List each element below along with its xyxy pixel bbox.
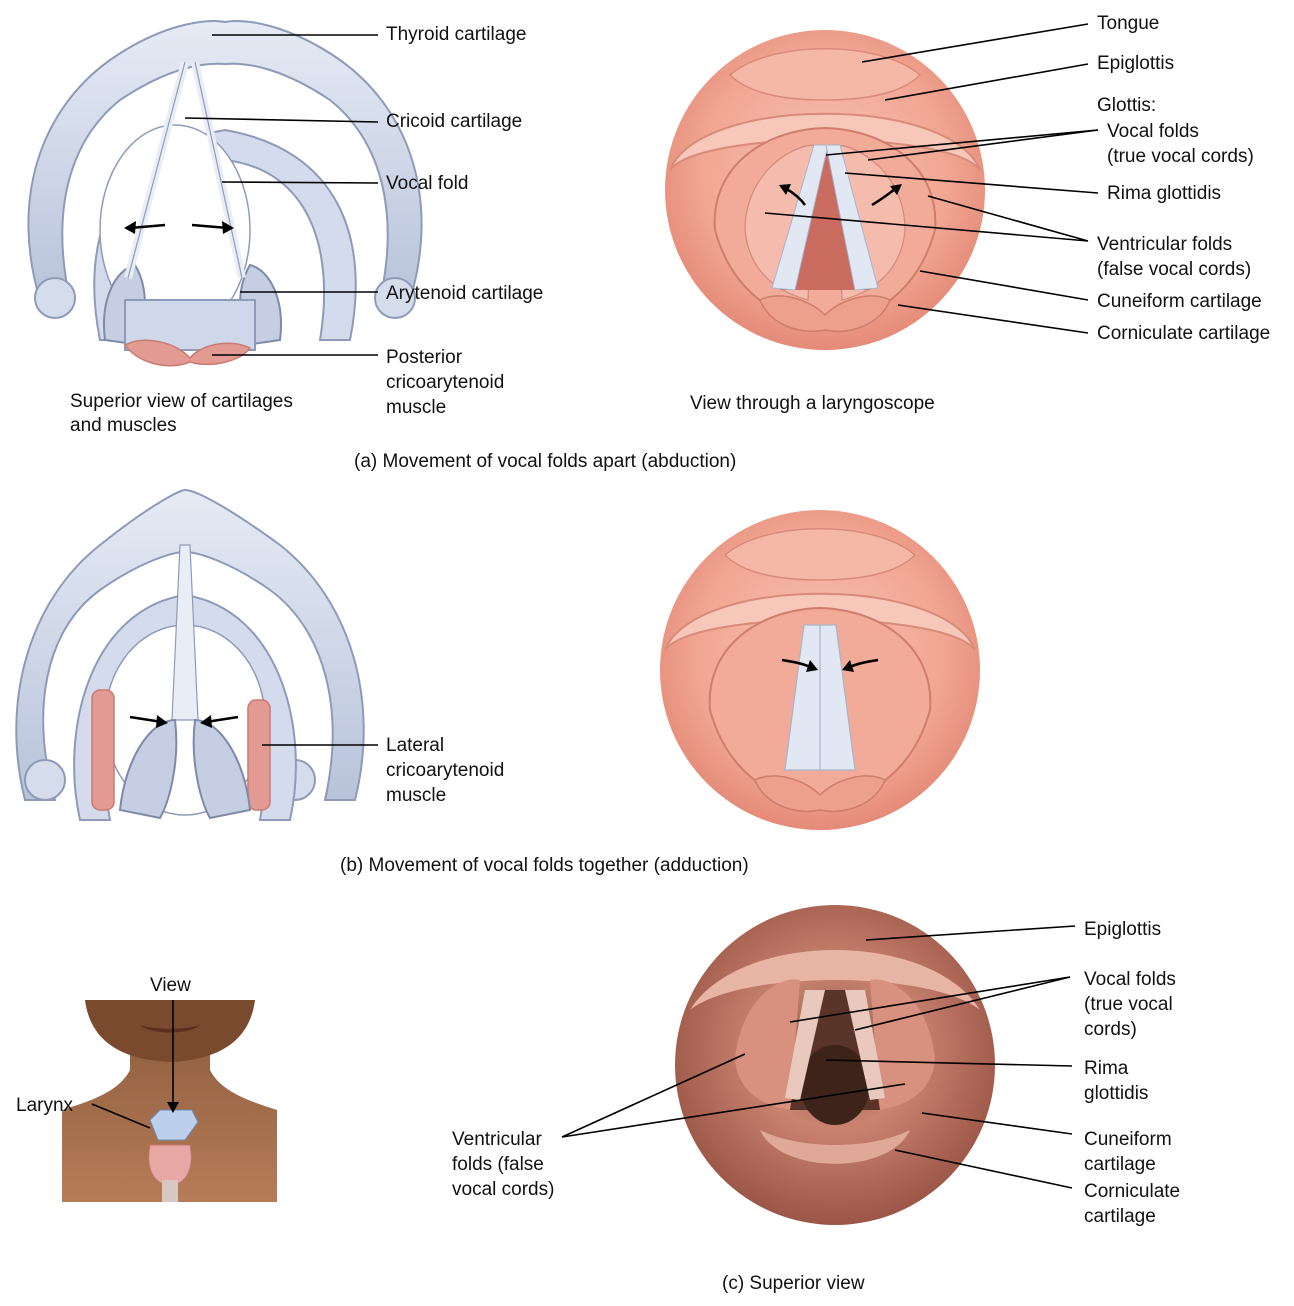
panel-a-cartilage-illustration <box>28 21 421 366</box>
label-epiglottis-c: Epiglottis <box>1084 918 1161 941</box>
label-tongue: Tongue <box>1097 12 1159 35</box>
panel-b-laryngoscope-illustration <box>660 510 980 830</box>
label-posterior-line1: Posterior <box>386 346 462 369</box>
label-ventricular-c-line2: folds (false <box>452 1153 544 1176</box>
label-vocal-c-line3: cords) <box>1084 1018 1137 1041</box>
panel-c-neck-illustration <box>62 1000 277 1202</box>
label-corniculate-cartilage: Corniculate cartilage <box>1097 322 1270 345</box>
panel-a-laryngoscope-illustration <box>665 30 985 350</box>
caption-panel-a: (a) Movement of vocal folds apart (abduc… <box>354 450 736 473</box>
label-lateral-line1: Lateral <box>386 734 444 757</box>
label-cuneiform-c-line2: cartilage <box>1084 1153 1156 1176</box>
caption-panel-c: (c) Superior view <box>722 1272 865 1295</box>
label-corniculate-c-line2: cartilage <box>1084 1205 1156 1228</box>
label-cuneiform-cartilage: Cuneiform cartilage <box>1097 290 1262 313</box>
label-ventricular-folds-line2: (false vocal cords) <box>1097 258 1251 281</box>
label-ventricular-folds-line1: Ventricular folds <box>1097 233 1232 256</box>
label-vocal-fold: Vocal fold <box>386 172 468 195</box>
label-ventricular-c-line3: vocal cords) <box>452 1178 554 1201</box>
label-rima-c-line2: glottidis <box>1084 1082 1148 1105</box>
label-ventricular-c-line1: Ventricular <box>452 1128 542 1151</box>
panel-b-cartilage-illustration <box>16 490 363 820</box>
label-posterior-line3: muscle <box>386 396 446 419</box>
label-cuneiform-c-line1: Cuneiform <box>1084 1128 1172 1151</box>
label-epiglottis: Epiglottis <box>1097 52 1174 75</box>
label-lateral-line3: muscle <box>386 784 446 807</box>
label-vocal-c-line1: Vocal folds <box>1084 968 1176 991</box>
caption-superior-view-line1: Superior view of cartilages <box>70 390 293 413</box>
label-thyroid-cartilage: Thyroid cartilage <box>386 23 526 46</box>
label-vocal-c-line2: (true vocal <box>1084 993 1173 1016</box>
label-vocal-folds-line2: (true vocal cords) <box>1107 145 1254 168</box>
label-posterior-line2: cricoarytenoid <box>386 371 504 394</box>
label-rima-glottidis: Rima glottidis <box>1107 182 1221 205</box>
label-rima-c-line1: Rima <box>1084 1057 1128 1080</box>
panel-c-superior-view-photo <box>675 905 995 1225</box>
caption-superior-view-line2: and muscles <box>70 414 177 437</box>
label-cricoid-cartilage: Cricoid cartilage <box>386 110 522 133</box>
caption-laryngoscope-view: View through a laryngoscope <box>690 392 935 415</box>
caption-panel-b: (b) Movement of vocal folds together (ad… <box>340 854 749 877</box>
label-glottis: Glottis: <box>1097 94 1156 117</box>
label-larynx: Larynx <box>16 1094 73 1117</box>
label-corniculate-c-line1: Corniculate <box>1084 1180 1180 1203</box>
label-vocal-folds-line1: Vocal folds <box>1107 120 1199 143</box>
label-view: View <box>150 974 191 997</box>
label-lateral-line2: cricoarytenoid <box>386 759 504 782</box>
label-arytenoid-cartilage: Arytenoid cartilage <box>386 282 543 305</box>
